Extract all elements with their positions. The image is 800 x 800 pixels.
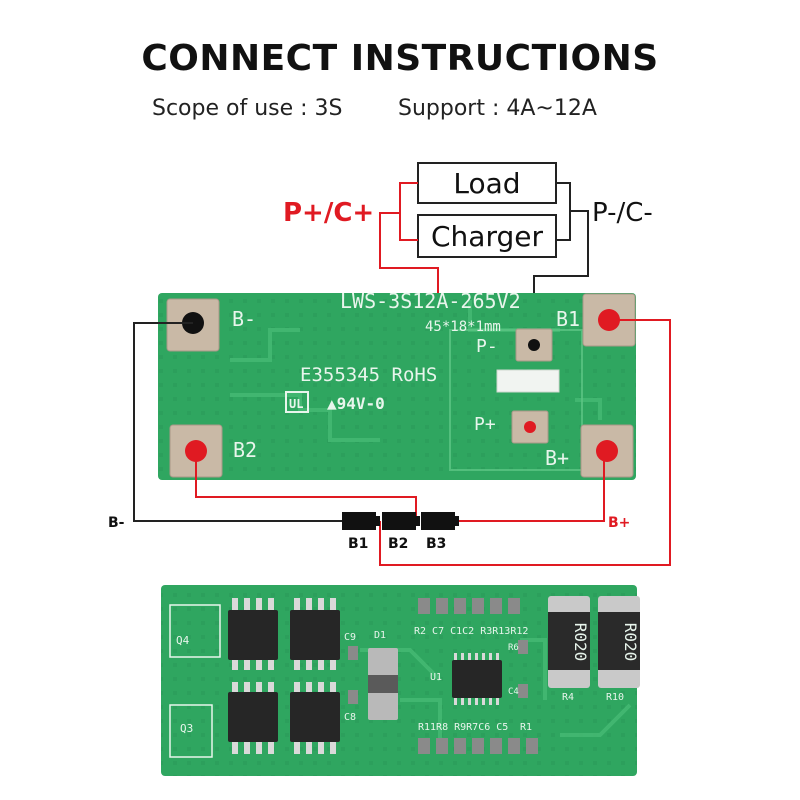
support-text: Support : 4A~12A <box>398 96 597 121</box>
row-bottom-label: R11R8 R9R7C6 C5 <box>418 722 508 733</box>
c9-label: C9 <box>344 632 356 643</box>
board-model: LWS-3S12A-265V2 <box>340 289 521 313</box>
board-cert: E355345 RoHS <box>300 364 437 386</box>
b-minus-pad-label: B- <box>232 307 256 331</box>
cell-b2-label: B2 <box>388 536 408 552</box>
q4-label: Q4 <box>176 634 190 647</box>
battery-pack <box>342 512 459 530</box>
page-title: CONNECT INSTRUCTIONS <box>141 38 659 79</box>
charger-label: Charger <box>431 220 543 253</box>
svg-text:UL: UL <box>289 397 303 411</box>
row-top-label: R2 C7 C1C2 R3R13R12 <box>414 626 528 637</box>
r10-label: R10 <box>606 692 624 703</box>
r6-label: R6 <box>508 643 519 653</box>
c8-label: C8 <box>344 712 356 723</box>
battery-wiring <box>133 319 671 566</box>
battery-b-minus-label: B- <box>108 515 125 531</box>
charger-box <box>417 214 557 258</box>
cell-b3 <box>421 512 455 530</box>
pcb-bottom: R020 R020 Q4 Q3 C9 D1 C8 U1 R2 C7 C1C2 R… <box>161 585 640 776</box>
u1-label: U1 <box>430 672 442 683</box>
pcb-top: LWS-3S12A-265V2 45*18*1mm E355345 RoHS ▲… <box>158 289 636 480</box>
cell-b1 <box>342 512 376 530</box>
b-plus-pad-label: B+ <box>545 446 569 470</box>
p-plus-c-plus-label: P+/C+ <box>283 198 374 228</box>
shunt1-label: R020 <box>571 623 590 662</box>
cell-b1-label: B1 <box>348 536 368 552</box>
q3-label: Q3 <box>180 722 193 735</box>
d1-label: D1 <box>374 630 386 641</box>
p-minus-pad-label: P- <box>476 336 498 357</box>
shunt2-label: R020 <box>621 623 640 662</box>
scope-text: Scope of use : 3S <box>152 96 343 121</box>
cell-b2 <box>382 512 416 530</box>
b1-pad-label: B1 <box>556 307 580 331</box>
b-plus-dot <box>596 440 618 462</box>
cell-b3-label: B3 <box>426 536 446 552</box>
board-rating: ▲94V-0 <box>327 394 385 413</box>
b2-pad-label: B2 <box>233 438 257 462</box>
c4-label: C4 <box>508 687 519 697</box>
load-label: Load <box>453 167 520 200</box>
board-size: 45*18*1mm <box>425 319 501 335</box>
p-minus-c-minus-label: P-/C- <box>592 198 653 228</box>
battery-b-plus-label: B+ <box>608 515 630 531</box>
r4-label: R4 <box>562 692 574 703</box>
r1-label: R1 <box>520 722 532 733</box>
p-plus-pad-label: P+ <box>474 414 496 435</box>
ul-logo: UL <box>285 391 309 413</box>
